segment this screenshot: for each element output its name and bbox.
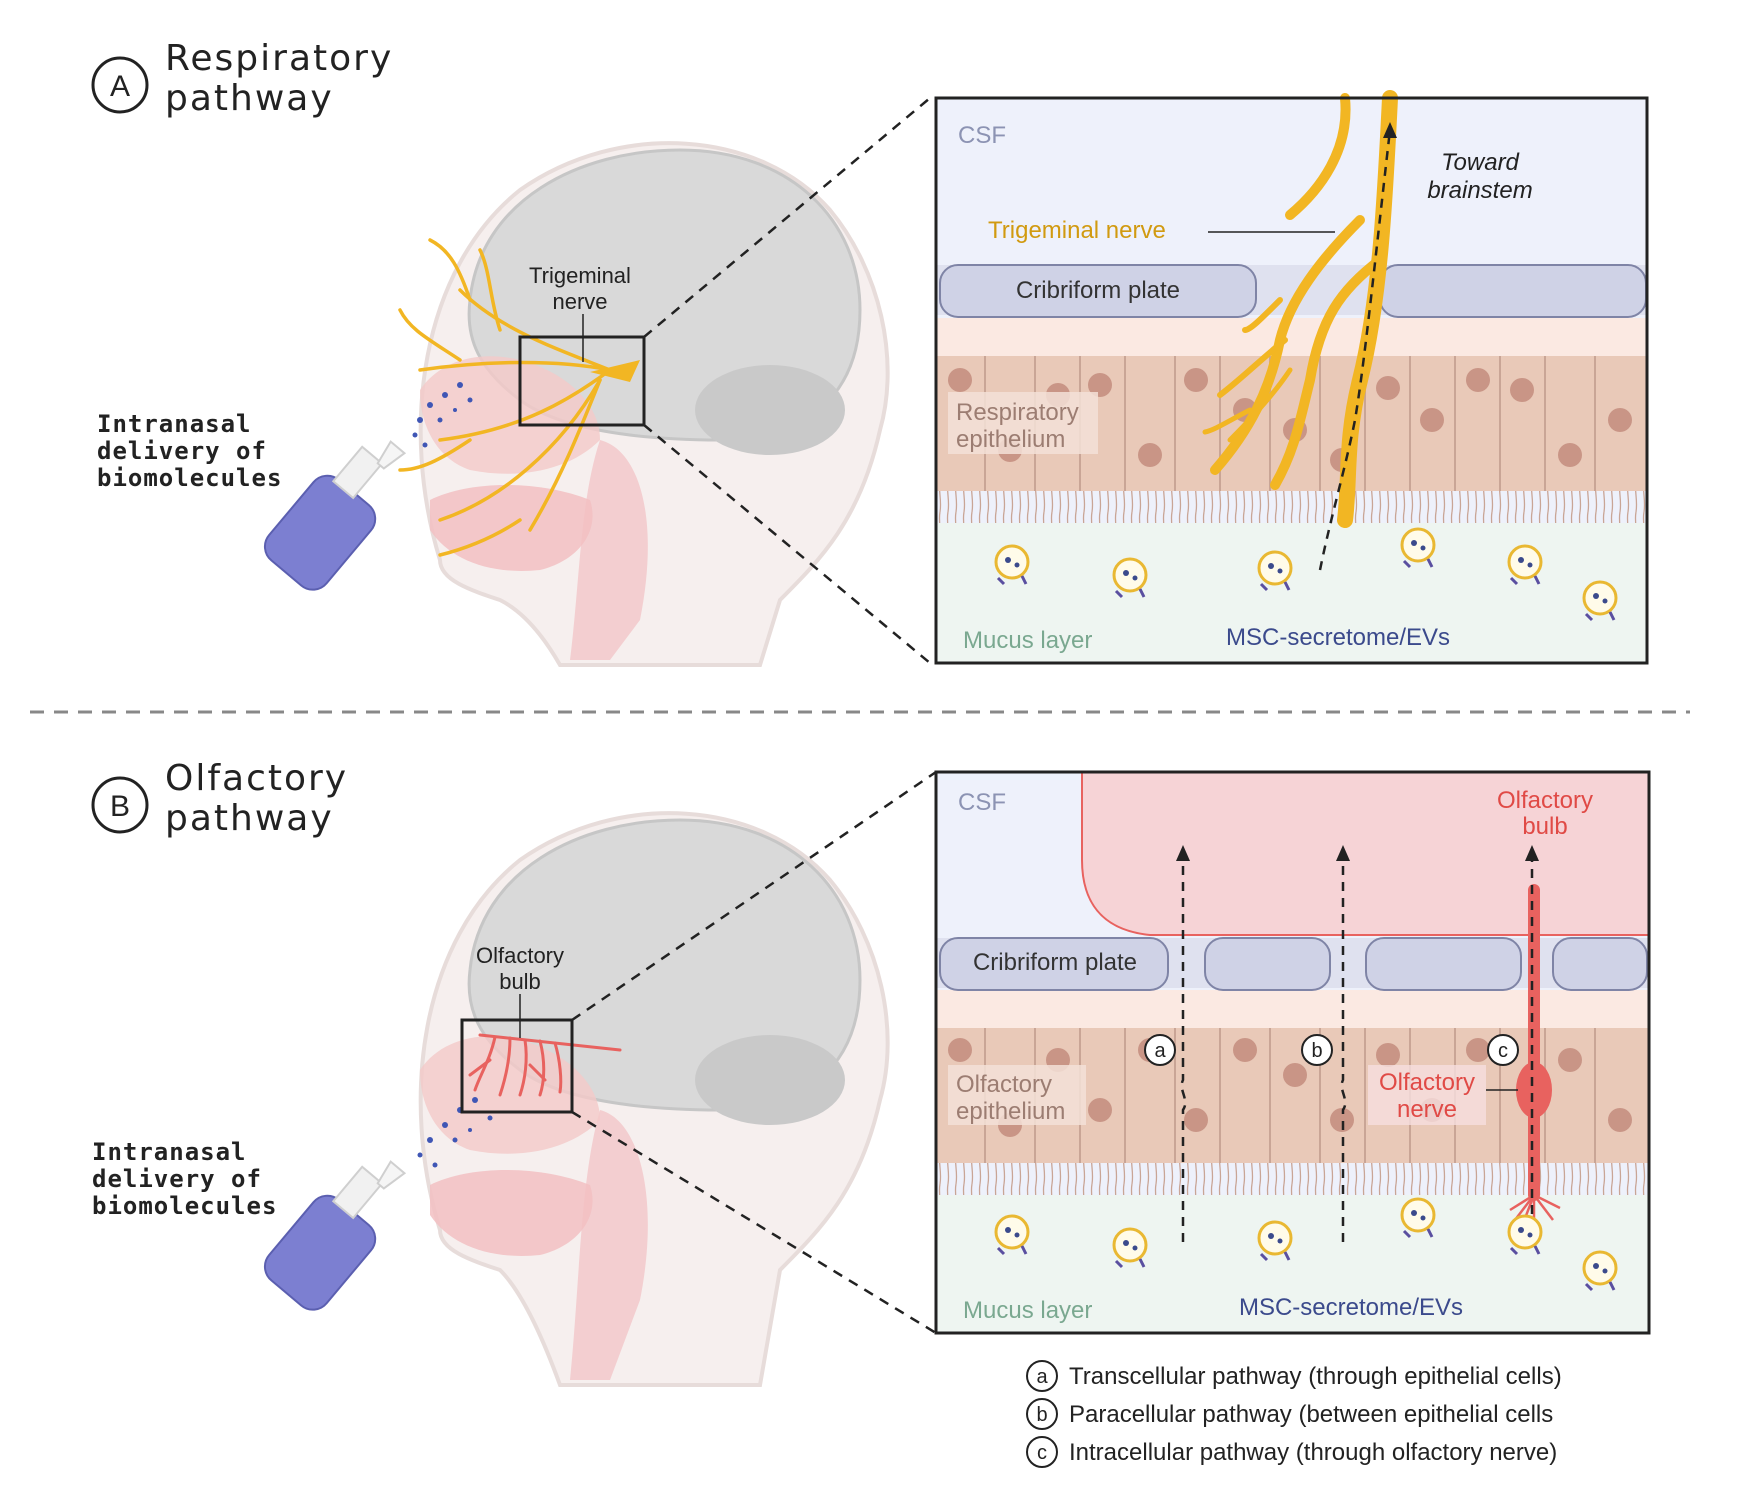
legend-text-c: Intracellular pathway (through olfactory… — [1069, 1439, 1557, 1466]
cilia-a — [936, 491, 1647, 523]
mucus-label-b: Mucus layer — [963, 1297, 1092, 1324]
pathway-marker-b: b — [1301, 1034, 1333, 1066]
legend: a Transcellular pathway (through epithel… — [1026, 1360, 1562, 1468]
panel-b-letter: B — [110, 790, 130, 823]
cerebellum-a — [695, 365, 845, 455]
toward-label-line2: brainstem — [1427, 177, 1532, 204]
ev-particles-a — [994, 527, 1618, 622]
epithelium-label-a-line2: epithelium — [956, 426, 1065, 453]
csf-label-a: CSF — [958, 122, 1006, 149]
nasal-spray-b — [263, 1160, 407, 1311]
pathway-arrows-b — [1180, 860, 1534, 1242]
plate-label-b: Cribriform plate — [973, 949, 1137, 976]
csf-label-b: CSF — [958, 789, 1006, 816]
nerve-label-b-line2: nerve — [1397, 1096, 1457, 1123]
legend-text-a: Transcellular pathway (through epithelia… — [1069, 1363, 1562, 1390]
zoom-line-a-top — [643, 97, 931, 338]
plate-b-3 — [1365, 937, 1522, 991]
epithelium-label-b-line2: epithelium — [956, 1098, 1065, 1125]
legend-item-b: b Paracellular pathway (between epitheli… — [1026, 1398, 1553, 1430]
pathway-marker-a: a — [1144, 1034, 1176, 1066]
plate-a-right — [1379, 264, 1647, 318]
trigeminal-ganglion-a — [590, 360, 640, 382]
detail-a: Cribriform plate — [934, 90, 1649, 665]
legend-text-b: Paracellular pathway (between epithelial… — [1069, 1401, 1553, 1428]
detail-b: Cribriform plate — [934, 770, 1651, 1335]
legend-key-b: b — [1036, 1404, 1047, 1426]
plate-b-4 — [1552, 937, 1648, 991]
panel-a-title-line1: Respiratory — [165, 38, 393, 79]
epithelium-label-b-bg — [948, 1065, 1086, 1125]
pathway-marker-b-label: b — [1311, 1040, 1322, 1062]
bulb-label-line2: bulb — [1522, 813, 1567, 840]
nasal-cavity-b — [420, 1036, 600, 1154]
spray-droplets-a — [412, 382, 473, 448]
head-label-b-line2: bulb — [499, 969, 541, 994]
head-label-a-line1: Trigeminal — [529, 263, 631, 288]
panel-b-marker — [91, 776, 149, 834]
olfactory-bulb-region — [1081, 771, 1650, 936]
secretome-label-b: MSC-secretome/EVs — [1239, 1294, 1463, 1321]
pathway-arrowheads-b — [1176, 845, 1539, 861]
zoom-line-b-top — [571, 770, 937, 1022]
legend-key-a: a — [1036, 1366, 1048, 1388]
delivery-b-line1: Intranasal — [92, 1138, 247, 1166]
panel-a-letter: A — [110, 70, 130, 103]
legend-item-c: c Intracellular pathway (through olfacto… — [1026, 1436, 1557, 1468]
nerve-label-b-line1: Olfactory — [1379, 1069, 1475, 1096]
ev-particles-b — [994, 1197, 1618, 1292]
toward-label-line1: Toward — [1441, 149, 1519, 176]
legend-key-c: c — [1037, 1442, 1047, 1464]
zoom-line-a-bottom — [643, 424, 931, 664]
detail-frame-b — [934, 770, 1651, 1335]
delivery-b-line3: biomolecules — [92, 1192, 277, 1220]
delivery-b-line2: delivery of — [92, 1165, 262, 1193]
plate-label-a: Cribriform plate — [1016, 277, 1180, 304]
epithelium-label-b-line1: Olfactory — [956, 1071, 1052, 1098]
nerve-label-b-bg — [1368, 1065, 1486, 1125]
airway-a — [570, 440, 648, 660]
delivery-a-line3: biomolecules — [97, 464, 282, 492]
pathway-marker-c-label: c — [1498, 1040, 1508, 1062]
head-label-a-line2: nerve — [552, 289, 607, 314]
nasal-spray-a — [263, 440, 407, 591]
panel-b: B Olfactory pathway — [91, 758, 1651, 1387]
plate-b-2 — [1204, 937, 1331, 991]
head-illustration-b: Olfactory bulb — [417, 811, 890, 1387]
cilia-b — [936, 1163, 1649, 1195]
plate-b-1 — [939, 937, 1169, 991]
head-illustration-a: Trigeminal nerve — [398, 141, 890, 667]
olfactory-branches-b — [468, 1033, 622, 1097]
secretome-label-a: MSC-secretome/EVs — [1226, 624, 1450, 651]
transport-arrowhead-a — [1383, 122, 1397, 138]
delivery-a-line2: delivery of — [97, 437, 267, 465]
bulb-label-line1: Olfactory — [1497, 787, 1593, 814]
panel-a-title-line2: pathway — [165, 78, 334, 119]
panel-b-title-line2: pathway — [165, 798, 334, 839]
cerebellum-b — [695, 1035, 845, 1125]
submucosa-b — [936, 990, 1649, 1028]
panel-b-title-line1: Olfactory — [165, 758, 348, 799]
panel-a-marker — [91, 56, 149, 114]
head-label-b-line1: Olfactory — [476, 943, 564, 968]
pathway-marker-a-label: a — [1154, 1040, 1166, 1062]
zoom-box-b — [460, 1018, 574, 1114]
detail-frame-a — [934, 96, 1649, 665]
pathway-marker-c: c — [1487, 1034, 1519, 1066]
zoom-box-a — [518, 335, 646, 427]
epithelium-label-a-bg — [948, 392, 1098, 454]
plate-a-left — [939, 264, 1257, 318]
submucosa-a — [936, 318, 1647, 356]
epithelium-label-a-line1: Respiratory — [956, 399, 1079, 426]
mucus-label-a: Mucus layer — [963, 627, 1092, 654]
airway-b — [570, 1110, 648, 1380]
delivery-a-line1: Intranasal — [97, 410, 252, 438]
legend-item-a: a Transcellular pathway (through epithel… — [1026, 1360, 1562, 1392]
mouth-b — [430, 1170, 593, 1256]
spray-droplets-b — [417, 1097, 493, 1168]
panel-a: A Respiratory pathway — [91, 38, 1649, 667]
nerve-label-a: Trigeminal nerve — [988, 217, 1166, 244]
olfactory-neuron — [1509, 884, 1561, 1227]
